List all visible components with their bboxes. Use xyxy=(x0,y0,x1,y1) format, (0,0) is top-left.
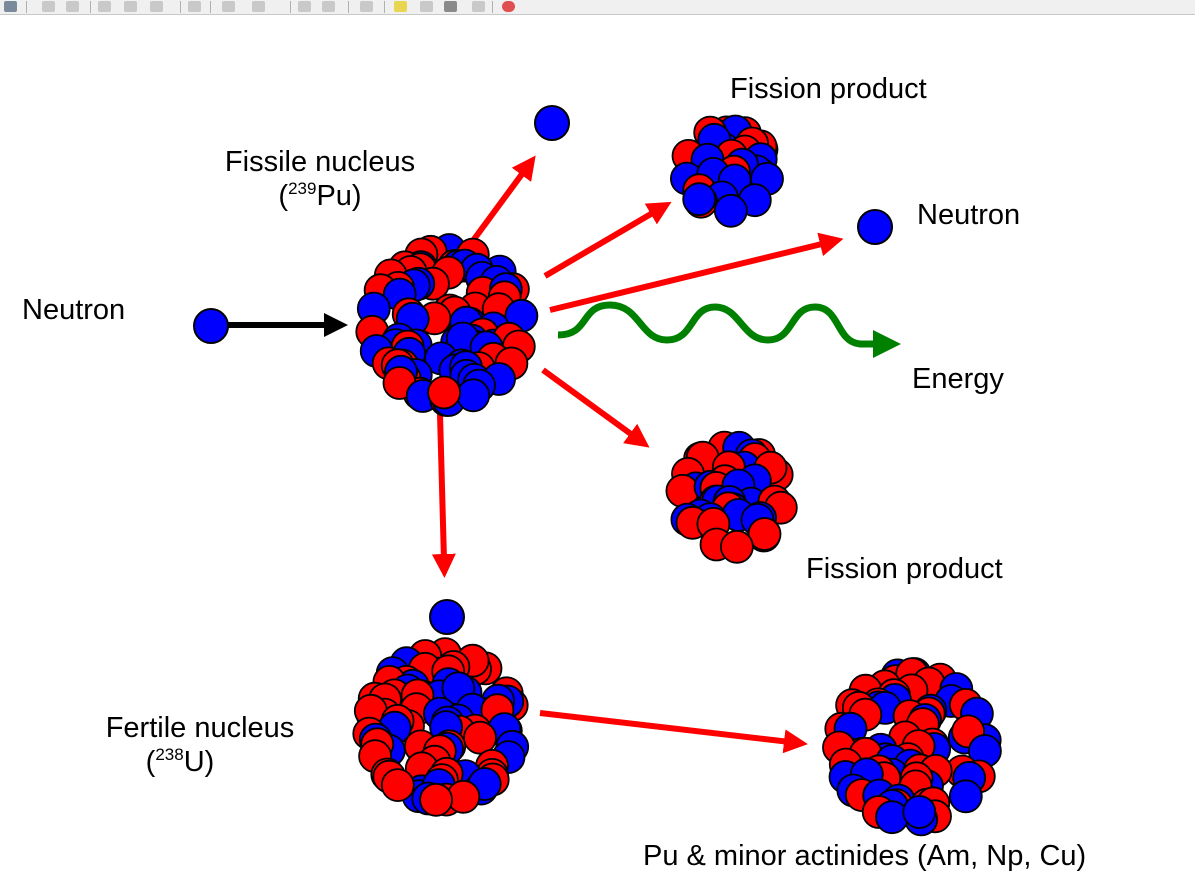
fission-product-bottom xyxy=(665,430,798,564)
incoming-neutron-label: Neutron xyxy=(22,294,126,326)
neutron xyxy=(713,193,748,228)
toolbar-separator xyxy=(492,1,493,13)
fissile-isotope-symbol: Pu xyxy=(316,180,352,212)
actinides-nucleus xyxy=(822,657,1002,837)
toolbar-separator xyxy=(290,1,291,13)
trash-icon[interactable] xyxy=(444,1,457,12)
fissile-nucleus-label: Fissile nucleus (239Pu) xyxy=(205,148,435,211)
fertile-isotope-symbol: U xyxy=(183,746,205,778)
incoming-neutron xyxy=(193,308,229,344)
proton xyxy=(419,782,454,817)
fissile-nucleus xyxy=(355,233,539,417)
products-label: Pu & minor actinides (Am, Np, Cu) xyxy=(643,840,1087,872)
lightbulb-icon[interactable] xyxy=(394,1,407,12)
cut-icon[interactable] xyxy=(98,1,111,12)
toolbar-separator xyxy=(348,1,349,13)
energy-label: Energy xyxy=(912,363,1004,395)
toolbar-separator xyxy=(384,1,385,13)
neutron xyxy=(456,378,491,413)
fission-product-bottom-label: Fission product xyxy=(806,553,1003,585)
captured-neutron xyxy=(429,599,465,635)
arrow-to-capture-neutron xyxy=(431,413,456,578)
neutron xyxy=(875,800,909,835)
toolbar-separator xyxy=(180,1,181,13)
table-icon[interactable] xyxy=(322,1,335,12)
pages-icon[interactable] xyxy=(420,1,433,12)
proton xyxy=(427,375,462,410)
redo-icon[interactable] xyxy=(252,1,265,12)
neutron xyxy=(682,182,717,217)
arrow-to-emitted-neutron xyxy=(549,232,844,313)
fertile-nucleus-label: Fertile nucleus (238U) xyxy=(85,714,315,777)
check-double-icon[interactable] xyxy=(66,1,79,12)
pin-icon[interactable] xyxy=(472,1,485,12)
fission-product-top-label: Fission product xyxy=(730,73,927,105)
proton xyxy=(380,768,415,802)
print-icon[interactable] xyxy=(188,1,201,12)
toolbar-separator xyxy=(90,1,91,13)
fertile-nucleus-name: Fertile nucleus xyxy=(105,712,295,744)
fissile-isotope: (239Pu) xyxy=(278,179,362,212)
toolbar-separator xyxy=(26,1,27,13)
fissile-isotope-mass: 239 xyxy=(288,179,317,198)
paste-icon[interactable] xyxy=(150,1,163,12)
neutron xyxy=(902,795,937,829)
emitted-neutron-label: Neutron xyxy=(917,199,1021,231)
proton xyxy=(463,720,497,755)
energy-wave-arrow xyxy=(557,301,901,358)
home-icon[interactable] xyxy=(298,1,311,12)
check-icon[interactable] xyxy=(42,1,55,12)
toolbar xyxy=(0,0,1195,15)
toolbar-separator xyxy=(210,1,211,13)
app-icon[interactable] xyxy=(4,1,17,12)
fertile-isotope-mass: 238 xyxy=(155,745,184,764)
proton xyxy=(747,517,782,551)
edit-icon[interactable] xyxy=(360,1,373,12)
arrow-to-bottom-fission-product xyxy=(541,367,650,448)
arrow-to-top-fission-product xyxy=(543,201,672,279)
emitted-neutron xyxy=(857,209,893,245)
undo-icon[interactable] xyxy=(222,1,235,12)
fission-product-top xyxy=(670,114,784,228)
neutron xyxy=(948,779,983,814)
fission-diagram xyxy=(193,105,1002,837)
arrow-to-actinides xyxy=(539,710,808,754)
released-neutron xyxy=(534,105,570,141)
fissile-nucleus-name: Fissile nucleus xyxy=(224,146,416,178)
copy-icon[interactable] xyxy=(124,1,137,12)
fertile-nucleus xyxy=(352,637,530,817)
fertile-isotope: (238U) xyxy=(145,745,215,778)
arrow-to-top-neutron xyxy=(469,155,536,244)
proton xyxy=(720,529,754,564)
lifebuoy-icon[interactable] xyxy=(502,1,515,12)
